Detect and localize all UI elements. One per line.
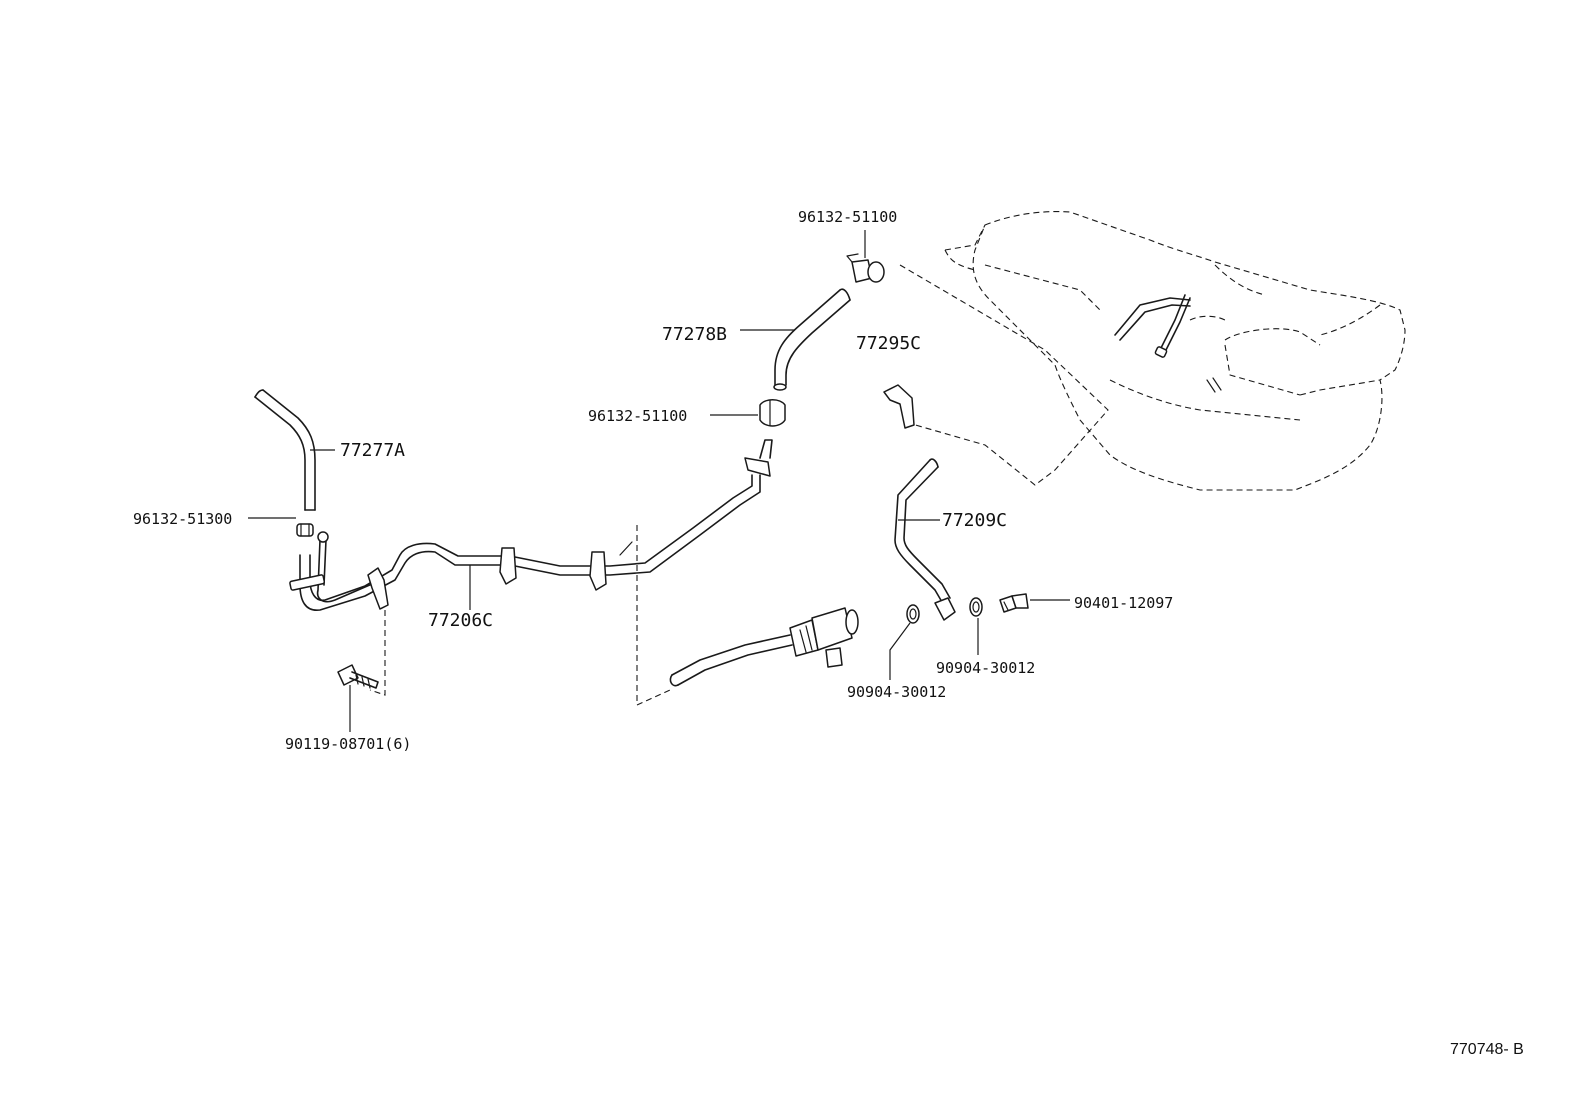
tube-77209c bbox=[894, 458, 956, 621]
label-96132-51300: 96132-51300 bbox=[133, 510, 232, 528]
label-77206c: 77206C bbox=[428, 610, 493, 631]
lower-hose-valve bbox=[669, 607, 859, 687]
tank-connection-leader bbox=[899, 264, 1109, 486]
label-90904-30012-left: 90904-30012 bbox=[847, 683, 946, 701]
figure-reference: 770748- B bbox=[1450, 1041, 1524, 1058]
label-77277a: 77277A bbox=[340, 440, 405, 461]
label-96132-51100-mid: 96132-51100 bbox=[588, 407, 687, 425]
clamp-96132-51100-top bbox=[846, 253, 885, 283]
label-77209c: 77209C bbox=[942, 510, 1007, 531]
label-90119-08701: 90119-08701(6) bbox=[285, 735, 411, 753]
clamp-96132-51300 bbox=[296, 523, 314, 537]
bolt-90401-12097 bbox=[999, 593, 1029, 613]
label-90904-30012-right: 90904-30012 bbox=[936, 659, 1035, 677]
label-90401-12097: 90401-12097 bbox=[1074, 594, 1173, 612]
gasket-left bbox=[906, 604, 920, 624]
pipe-dashed-leader bbox=[636, 525, 671, 706]
bolt-90119-08701 bbox=[337, 610, 386, 696]
hose-77278b bbox=[773, 288, 851, 391]
gasket-right bbox=[969, 597, 983, 617]
fuel-tank bbox=[944, 211, 1406, 491]
hose-77277a bbox=[254, 389, 316, 511]
label-96132-51100-top: 96132-51100 bbox=[798, 208, 897, 226]
pipe-77206c bbox=[289, 439, 773, 611]
leaders bbox=[248, 230, 1070, 732]
label-77295c: 77295C bbox=[856, 333, 921, 354]
clamp-96132-51100-mid bbox=[759, 399, 786, 427]
bracket-77295c bbox=[883, 384, 915, 429]
label-77278b: 77278B bbox=[662, 324, 727, 345]
